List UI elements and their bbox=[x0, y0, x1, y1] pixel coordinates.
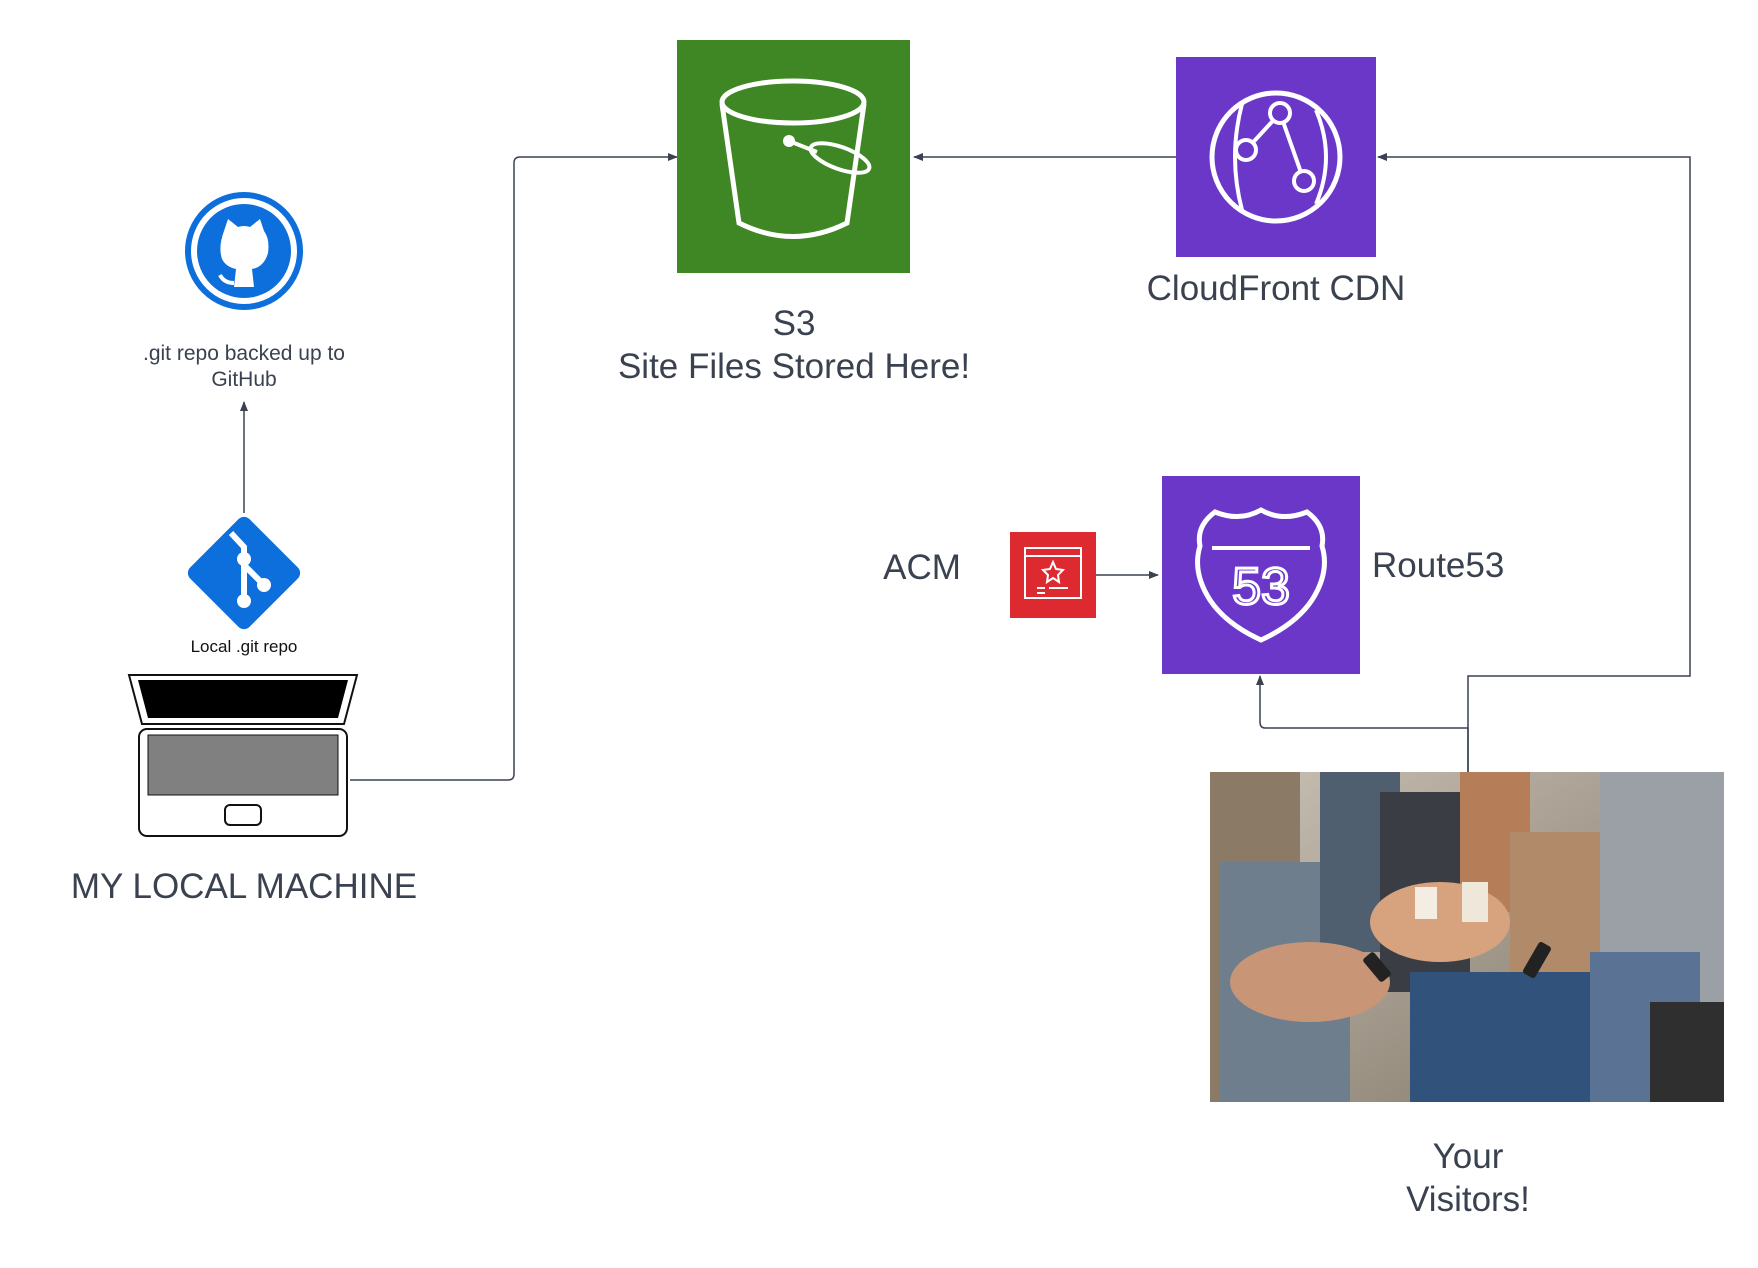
local-repo-label: Local .git repo bbox=[190, 637, 298, 656]
acm-label: ACM bbox=[883, 548, 961, 587]
route53-label: Route53 bbox=[1372, 546, 1505, 585]
github-label: .git repo backed up to GitHub bbox=[124, 341, 364, 393]
cloudfront-node bbox=[1176, 57, 1376, 257]
connector-laptop-to-s3 bbox=[350, 153, 678, 781]
connector-visitors-to-cloudfront bbox=[1377, 153, 1691, 772]
github-label-line1: .git repo backed up to bbox=[143, 342, 345, 365]
acm-node bbox=[1010, 532, 1096, 618]
visitors-label-line1: Your bbox=[1432, 1137, 1504, 1176]
visitors-photo bbox=[1210, 772, 1724, 1102]
route53-badge-number: 53 bbox=[1232, 558, 1290, 616]
connector-visitors-to-route53 bbox=[1256, 675, 1469, 772]
s3-label-desc: Site Files Stored Here! bbox=[617, 347, 971, 386]
visitors-label: Your Visitors! bbox=[1368, 1135, 1568, 1221]
github-icon bbox=[184, 191, 304, 311]
git-icon bbox=[184, 513, 304, 633]
cloudfront-label: CloudFront CDN bbox=[1146, 269, 1406, 308]
s3-label-title: S3 bbox=[772, 304, 816, 343]
s3-label: S3 Site Files Stored Here! bbox=[594, 302, 994, 388]
s3-bucket-node bbox=[677, 40, 910, 273]
bucket-icon bbox=[719, 78, 872, 239]
cloudfront-globe-icon bbox=[1209, 90, 1343, 224]
visitors-label-line2: Visitors! bbox=[1406, 1180, 1530, 1219]
github-label-line2: GitHub bbox=[211, 368, 277, 391]
route53-node: 53 bbox=[1162, 476, 1360, 674]
certificate-icon bbox=[1024, 547, 1082, 599]
route53-shield-icon: 53 bbox=[1195, 507, 1327, 643]
laptop-icon bbox=[126, 672, 360, 840]
machine-label: MY LOCAL MACHINE bbox=[70, 867, 418, 906]
